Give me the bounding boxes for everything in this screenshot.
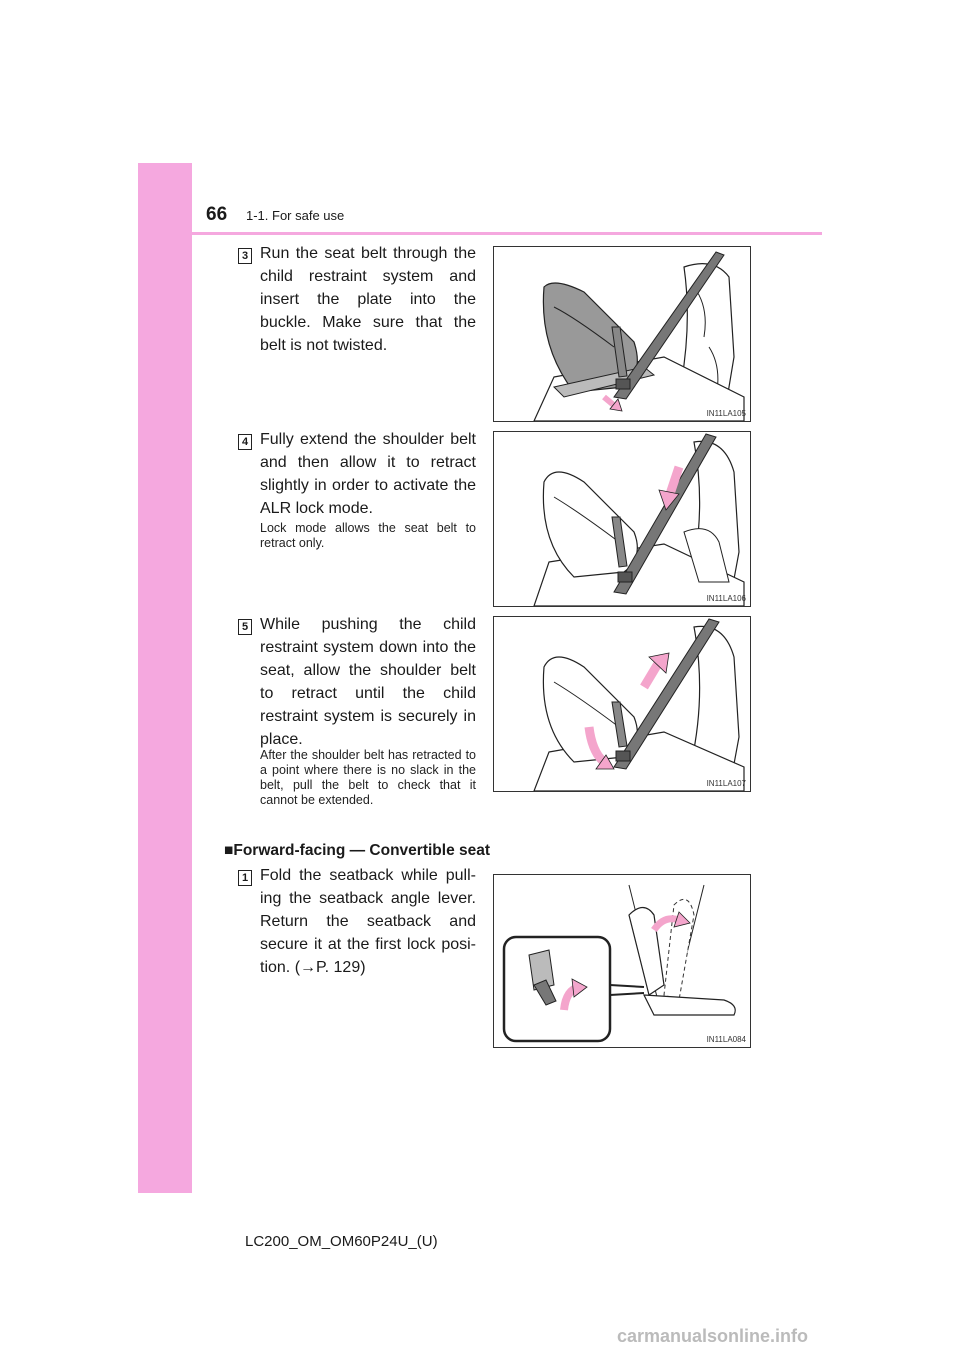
figure-code: IN11LA084 [706,1035,746,1044]
sidebar-tab [138,163,192,1193]
section-title: 1-1. For safe use [246,208,345,223]
step-number-5: 5 [238,619,252,635]
step-number-3: 3 [238,248,252,264]
header-rule [192,232,822,235]
figure-step-4: IN11LA106 [493,431,751,607]
figure-step-5: IN11LA107 [493,616,751,792]
figure-code: IN11LA105 [706,409,746,418]
step-4-note: Lock mode allows the seat belt to retrac… [260,521,476,550]
figure-code: IN11LA106 [706,594,746,603]
step-4-text: Fully extend the shoulder belt and then … [260,431,476,517]
shoulder-belt-extend-illustration [533,433,745,606]
figure-forward-step-1: IN11LA084 [493,874,751,1048]
seat-belt-routing-illustration [533,251,745,421]
step-3-text: Run the seat belt through the child rest… [260,245,476,354]
document-code-footer: LC200_OM_OM60P24U_(U) [245,1233,438,1250]
step-5-note: After the shoulder belt has retracted to… [260,748,476,807]
push-seat-retract-illustration [533,618,745,791]
step-number-1: 1 [238,870,252,886]
forward-step-1-text: Fold the seatback while pull-ing the sea… [260,867,476,976]
figure-code: IN11LA107 [706,779,746,788]
figure-step-3: IN11LA105 [493,246,751,422]
watermark: carmanualsonline.info [617,1326,809,1346]
seatback-fold-illustration [502,884,736,1043]
page-number: 66 [206,204,228,225]
step-number-4: 4 [238,434,252,450]
step-5-text: While pushing the child restraint system… [260,616,476,748]
subheading-forward-facing: ■Forward-facing — Convertible seat [224,842,491,859]
